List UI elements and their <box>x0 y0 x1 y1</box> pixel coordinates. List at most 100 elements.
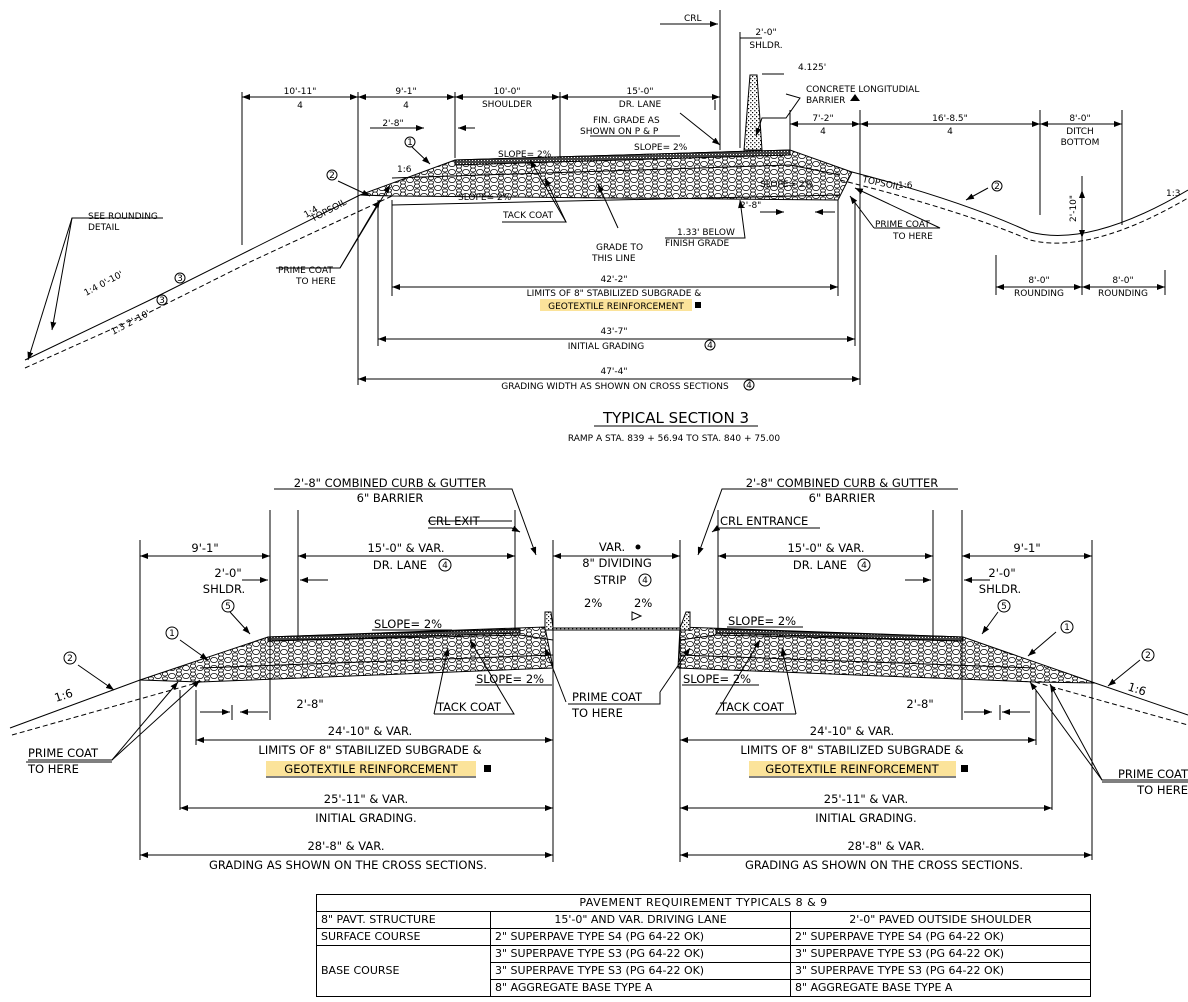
s3-prime-r2: TO HERE <box>892 232 933 242</box>
note-circle-3-icon <box>156 294 168 306</box>
lane-dim-right: 15'-0" & VAR. <box>787 541 864 555</box>
note-circle-2-icon <box>63 651 77 665</box>
s3-slope-2: SLOPE= 2% <box>634 143 688 153</box>
dim-2-8-right: 2'-8" <box>906 697 933 711</box>
s3-offset: 4.125' <box>798 63 826 73</box>
shldr-left: SHLDR. <box>203 582 245 596</box>
s3-rounding-1: ROUNDING <box>1014 289 1064 299</box>
curb-right-l2: 6" BARRIER <box>809 491 876 505</box>
s3-geotextile: GEOTEXTILE REINFORCEMENT <box>548 302 684 312</box>
s3-slope-1: SLOPE= 2% <box>498 150 552 160</box>
s3-dim-10-0: 10'-0" <box>493 87 520 97</box>
s3-crl-label: CRL <box>684 14 702 24</box>
prime-left-l1: PRIME COAT <box>28 746 99 760</box>
section-lower <box>9 488 1188 862</box>
shldr-dim-right: 2'-0" <box>988 566 1015 580</box>
dot-note-icon <box>635 544 641 550</box>
s3-dim-16-8: 16'-8.5" <box>932 114 968 124</box>
note-circle-5-icon <box>997 599 1011 613</box>
triangle-note-icon <box>850 94 860 101</box>
grading-left: GRADING AS SHOWN ON THE CROSS SECTIONS. <box>209 858 487 872</box>
s3-ditch-l2: BOTTOM <box>1061 138 1100 148</box>
note-1-icon: 1 <box>169 629 175 639</box>
note-circle-1-icon <box>404 136 416 148</box>
note-circle-4-icon <box>857 558 871 572</box>
s3-dim-7-2: 7'-2" <box>812 114 833 124</box>
note-4-icon: 4 <box>297 101 303 111</box>
initial-left: INITIAL GRADING. <box>315 811 416 825</box>
s3-prime-r1: PRIME COAT <box>875 220 930 230</box>
s3-initial-dim: 43'-7" <box>600 327 627 337</box>
s3-ditch-l1: DITCH <box>1066 127 1094 137</box>
s3-fin-grade-l1: FIN. GRADE AS <box>593 116 660 126</box>
dim-9-1-left: 9'-1" <box>191 541 218 555</box>
s3-ratio-1-6-left: 1:6 <box>397 165 412 175</box>
s3-dim-2-8-right: 2'-8" <box>740 201 761 211</box>
s3-rounding-dim-2: 1:3 2'-10' <box>110 309 152 338</box>
s3-see-rounding-l1: SEE ROUNDING <box>88 212 158 222</box>
note-circle-2-icon <box>991 180 1003 192</box>
s3-prime-l2: TO HERE <box>295 277 336 287</box>
table-row: BASE COURSE 3" SUPERPAVE TYPE S3 (PG 64-… <box>316 945 1091 997</box>
triangle-note-icon <box>631 611 643 621</box>
note-circle-4-icon <box>743 379 755 391</box>
table-row: 3" SUPERPAVE TYPE S3 (PG 64-22 OK) 3" SU… <box>317 962 1091 980</box>
s3-fin-grade-l2: SHOWN ON P & P <box>580 127 659 137</box>
s3-ratio-1-6-right: 1:6 <box>898 181 913 191</box>
s3-limits-label: LIMITS OF 8" STABILIZED SUBGRADE & <box>527 289 702 299</box>
s3-dim-10-11: 10'-11" <box>284 87 317 97</box>
pct-right: 2% <box>634 596 652 610</box>
s3-limits-dim: 42'-2" <box>600 275 627 285</box>
note-4-icon: 4 <box>442 561 448 571</box>
strip-l2: STRIP <box>594 573 627 587</box>
slope-top-left: SLOPE= 2% <box>374 617 442 631</box>
limits-left: LIMITS OF 8" STABILIZED SUBGRADE & <box>258 743 481 757</box>
note-4-icon: 4 <box>707 341 713 351</box>
table-title: PAVEMENT REQUIREMENT TYPICALS 8 & 9 <box>316 894 1091 912</box>
note-circle-5-icon <box>221 599 235 613</box>
geotextile-left-highlight <box>266 761 476 776</box>
note-4-icon: 4 <box>861 561 867 571</box>
slope-top-right: SLOPE= 2% <box>728 614 796 628</box>
s3-barrier-l1: CONCRETE LONGITUDIAL <box>806 85 919 95</box>
table-header: 2'-0" PAVED OUTSIDE SHOULDER <box>790 911 1091 929</box>
initial-right: INITIAL GRADING. <box>815 811 916 825</box>
s3-shoulder-label: SHOULDER <box>482 100 532 110</box>
tack-left: TACK COAT <box>436 700 502 714</box>
note-circle-4-icon <box>638 573 652 587</box>
note-4-icon: 4 <box>403 101 409 111</box>
s3-ditch-depth: 2'-10" <box>1069 195 1079 222</box>
ratio-right: 1:6 <box>1126 680 1148 699</box>
lane-right: DR. LANE <box>793 558 847 572</box>
curb-left-l2: 6" BARRIER <box>357 491 424 505</box>
s3-grade-l1: GRADE TO <box>596 243 643 253</box>
note-1-icon: 1 <box>1064 623 1070 633</box>
s3-rounding-dim-1: 1:4 0'-10' <box>83 270 125 299</box>
note-2-icon: 2 <box>67 654 73 664</box>
note-circle-3-icon <box>174 272 186 284</box>
shldr-right: SHLDR. <box>979 582 1021 596</box>
initial-dim-left: 25'-11" & VAR. <box>324 792 408 806</box>
s3-grading-dim: 47'-4" <box>600 367 627 377</box>
s3-dim-9-1: 9'-1" <box>395 87 416 97</box>
table-cell: 3" SUPERPAVE TYPE S3 (PG 64-22 OK) <box>790 962 1091 980</box>
prime-right-l2: TO HERE <box>1136 783 1188 797</box>
s3-grade-l2: THIS LINE <box>591 254 636 264</box>
limits-dim-right: 24'-10" & VAR. <box>810 724 894 738</box>
geotextile-right-highlight <box>749 761 956 776</box>
dim-9-1-right: 9'-1" <box>1013 541 1040 555</box>
table-cell: 3" SUPERPAVE TYPE S3 (PG 64-22 OK) <box>490 945 791 963</box>
s3-slope-3: SLOPE= 2% <box>760 180 814 190</box>
note-circle-4-icon <box>438 558 452 572</box>
table-row: 8" AGGREGATE BASE TYPE A 8" AGGREGATE BA… <box>317 979 1091 997</box>
crl-entrance: CRL ENTRANCE <box>720 514 808 528</box>
note-2-icon: 2 <box>994 182 1000 192</box>
ratio-left: 1:6 <box>53 686 75 705</box>
s3-shldr-dim: 2'-0" <box>755 28 776 38</box>
table-row: PAVEMENT REQUIREMENT TYPICALS 8 & 9 <box>316 894 1091 912</box>
note-5-icon: 5 <box>1001 602 1007 612</box>
s3-dim-15-0: 15'-0" <box>626 87 653 97</box>
s3-round-dim-1: 8'-0" <box>1028 276 1049 286</box>
lane-left: DR. LANE <box>373 558 427 572</box>
